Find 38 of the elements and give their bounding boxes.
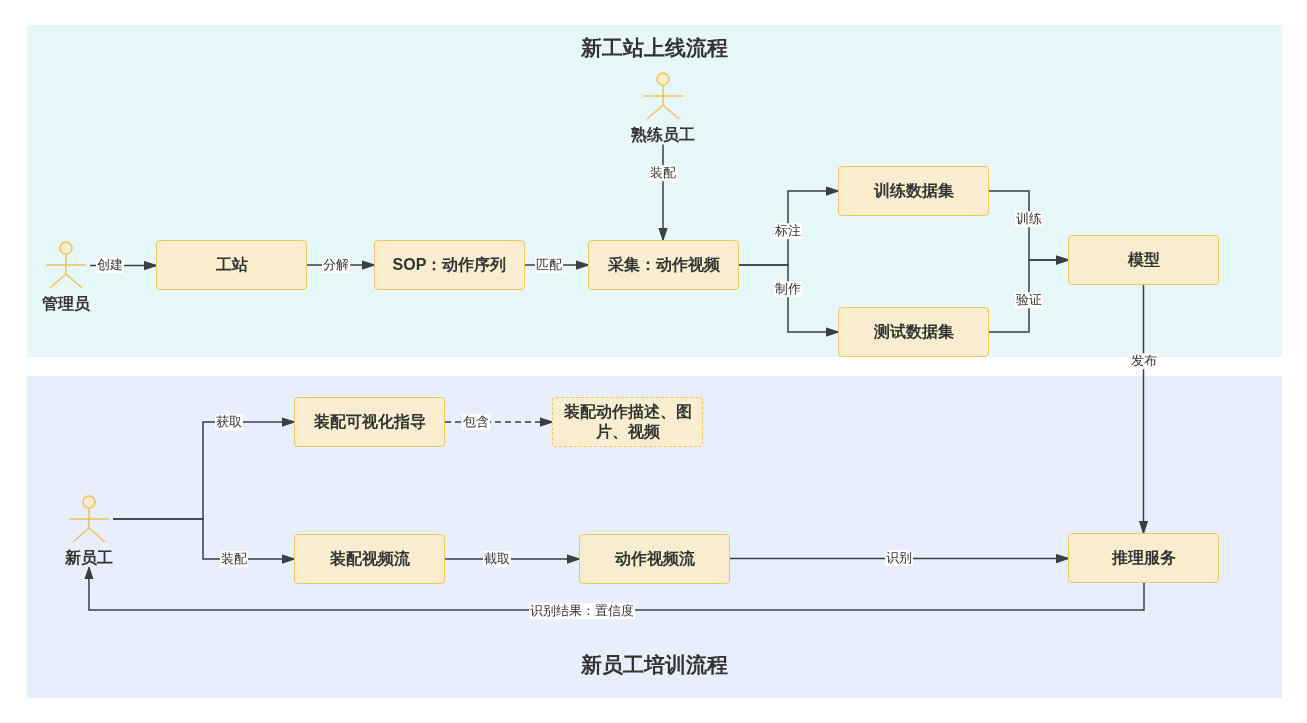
edge-label: 训练 [1015, 211, 1043, 227]
process-box: 推理服务 [1068, 533, 1219, 583]
swimlane-band [27, 376, 1282, 698]
arrow [988, 255, 1069, 333]
edge-label: 装配 [649, 165, 677, 181]
edge-label: 验证 [1015, 292, 1043, 308]
actor-label: 新员工 [65, 549, 113, 568]
arrow [444, 554, 580, 564]
edge-label: 创建 [96, 257, 124, 273]
edge-label: 发布 [1130, 353, 1158, 369]
edge-label: 识别 [885, 550, 913, 566]
arrow [1138, 284, 1149, 534]
band-title: 新工站上线流程 [581, 35, 728, 61]
process-box: 装配视频流 [294, 534, 445, 584]
edge-label: 识别结果：置信度 [529, 603, 635, 619]
edge-label: 获取 [215, 414, 243, 430]
process-box: SOP：动作序列 [374, 240, 525, 290]
arrow [738, 264, 839, 337]
process-box: 模型 [1068, 235, 1219, 285]
arrow [729, 553, 1069, 564]
process-box: 训练数据集 [838, 166, 989, 216]
edge-label: 匹配 [535, 257, 563, 273]
edge-label: 包含 [462, 414, 490, 430]
process-box: 采集：动作视频 [588, 240, 739, 290]
edge-label: 制作 [774, 281, 802, 297]
arrow [84, 566, 1145, 611]
edge-label: 分解 [322, 257, 350, 273]
edge-label: 装配 [220, 551, 248, 567]
process-box: 工站 [156, 240, 307, 290]
edge-label: 截取 [483, 551, 511, 567]
edge-label: 标注 [774, 223, 802, 239]
process-box: 装配可视化指导 [294, 397, 445, 447]
actor-label: 熟练员工 [631, 126, 695, 145]
actor-label: 管理员 [42, 295, 90, 314]
band-title: 新员工培训流程 [581, 652, 728, 678]
process-box: 动作视频流 [579, 534, 730, 584]
process-box: 测试数据集 [838, 307, 989, 357]
note-box: 装配动作描述、图片、视频 [552, 397, 703, 447]
